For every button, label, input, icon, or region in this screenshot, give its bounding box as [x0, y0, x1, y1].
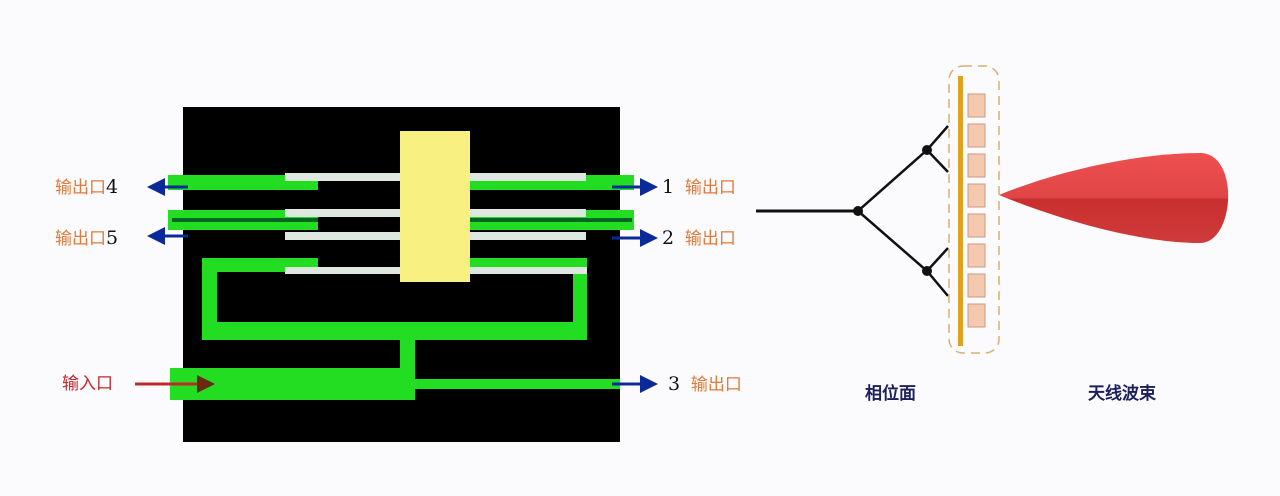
trace-gap [460, 218, 632, 222]
line-white [456, 209, 586, 217]
port-input-label: 输入口 [62, 374, 113, 394]
trace-out3 [413, 379, 620, 389]
antenna-element [967, 213, 986, 238]
port-out1-label: 1 输出口 [662, 176, 736, 198]
trace-out4 [168, 175, 318, 190]
port-out3-label: 3 输出口 [668, 373, 742, 395]
line-white [285, 173, 405, 181]
phase-plane-label: 相位面 [865, 384, 916, 404]
antenna-element [967, 123, 986, 148]
line-white [285, 232, 405, 240]
port-out4-label: 输出口4 [55, 176, 119, 198]
line-white [456, 232, 586, 240]
antenna-element [967, 273, 986, 298]
trace-loop [202, 258, 587, 340]
line-white [285, 209, 405, 217]
antenna-beam [999, 153, 1229, 243]
antenna-element [967, 153, 986, 178]
trace-gap [172, 218, 318, 222]
line-white [456, 267, 587, 274]
antenna-element [967, 303, 986, 328]
line-white [285, 267, 405, 274]
coupler-block [400, 131, 470, 282]
phase-plane-bar [958, 76, 963, 346]
phase-plane-outline [948, 65, 1000, 354]
antenna-elements [967, 93, 986, 328]
coupler-network-board [135, 107, 658, 442]
beam-label: 天线波束 [1088, 384, 1156, 404]
feed-network [756, 125, 949, 297]
antenna-element [967, 93, 986, 118]
phased-array [756, 65, 1229, 354]
feed-node [922, 145, 932, 155]
antenna-element [967, 183, 986, 208]
port-out2-label: 2 输出口 [662, 227, 736, 249]
feed-node [853, 206, 863, 216]
trace-stem [400, 338, 415, 370]
port-out5-label: 输出口5 [55, 227, 119, 249]
antenna-element [967, 243, 986, 268]
feed-node [922, 266, 932, 276]
line-white [456, 173, 586, 181]
